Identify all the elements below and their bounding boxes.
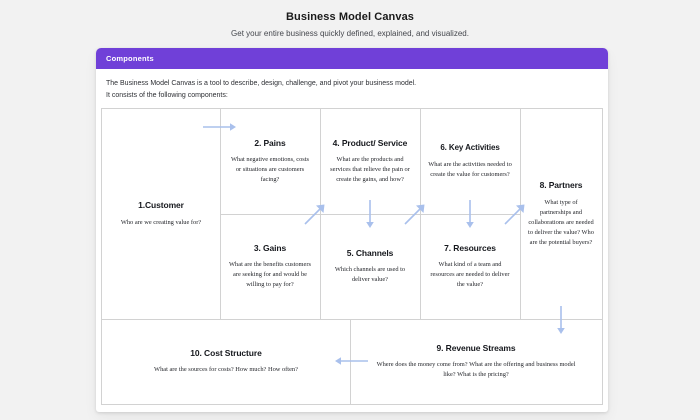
cell-desc-gains: What are the benefits customers are seek… — [229, 261, 311, 289]
canvas-cell-key-activities[interactable]: 6. Key Activities What are the activitie… — [420, 109, 520, 214]
cell-title-key-activities: 6. Key Activities — [440, 143, 500, 153]
cell-title-resources: 7. Resources — [444, 242, 496, 253]
canvas-cell-customer[interactable]: 1.Customer Who are we creating value for… — [102, 109, 220, 319]
canvas-cell-gains[interactable]: 3. Gains What are the benefits customers… — [220, 214, 320, 319]
cell-title-pains: 2. Pains — [254, 137, 286, 148]
cell-desc-cost-structure: What are the sources for costs? How much… — [154, 366, 298, 374]
canvas-cell-revenue-streams[interactable]: 9. Revenue Streams Where does the money … — [350, 319, 602, 404]
canvas-cell-partners[interactable]: 8. Partners What type of partnerships an… — [520, 109, 602, 319]
intro-line-1: The Business Model Canvas is a tool to d… — [106, 80, 417, 87]
canvas-cell-cost-structure[interactable]: 10. Cost Structure What are the sources … — [102, 319, 350, 404]
cell-desc-key-activities: What are the activities needed to create… — [428, 161, 512, 178]
intro-line-2: It consists of the following components: — [106, 91, 228, 99]
cell-title-channels: 5. Channels — [346, 247, 394, 258]
canvas-cell-product-service[interactable]: 4. Product/ Service What are the product… — [320, 109, 420, 214]
cell-desc-revenue-streams: Where does the money come from? What are… — [376, 361, 576, 379]
canvas-cell-resources[interactable]: 7. Resources What kind of a team and res… — [420, 214, 520, 319]
business-model-canvas-grid: 1.Customer Who are we creating value for… — [101, 108, 603, 405]
page-header: Business Model Canvas Get your entire bu… — [0, 0, 700, 38]
cell-desc-resources: What kind of a team and resources are ne… — [430, 261, 510, 289]
cell-desc-product-service: What are the products and services that … — [330, 156, 410, 184]
card-header-label: Components — [106, 54, 154, 63]
cell-desc-partners: What type of partnerships and collaborat… — [528, 199, 594, 246]
canvas-cell-channels[interactable]: 5. Channels Which channels are used to d… — [320, 214, 420, 319]
cell-title-cost-structure: 10. Cost Structure — [190, 347, 262, 358]
cell-title-product-service: 4. Product/ Service — [332, 137, 408, 148]
card-header-bar: Components — [96, 48, 608, 69]
page-title: Business Model Canvas — [285, 11, 415, 23]
cell-desc-customer: Who are we creating value for? — [120, 218, 202, 226]
cell-title-gains: 3. Gains — [253, 242, 287, 253]
cell-title-partners: 8. Partners — [539, 180, 583, 191]
cell-title-revenue-streams: 9. Revenue Streams — [436, 342, 516, 353]
canvas-cell-pains[interactable]: 2. Pains What negative emotions, costs o… — [220, 109, 320, 214]
grid-divider-h-bottom — [102, 319, 602, 320]
cell-desc-channels: Which channels are used to deliver value… — [334, 266, 406, 284]
components-card: Components The Business Model Canvas is … — [96, 48, 608, 412]
card-body: The Business Model Canvas is a tool to d… — [96, 69, 608, 101]
cell-title-customer: 1.Customer — [138, 200, 184, 211]
page-subtitle: Get your entire business quickly defined… — [231, 29, 469, 38]
cell-desc-pains: What negative emotions, costs or situati… — [230, 156, 310, 184]
